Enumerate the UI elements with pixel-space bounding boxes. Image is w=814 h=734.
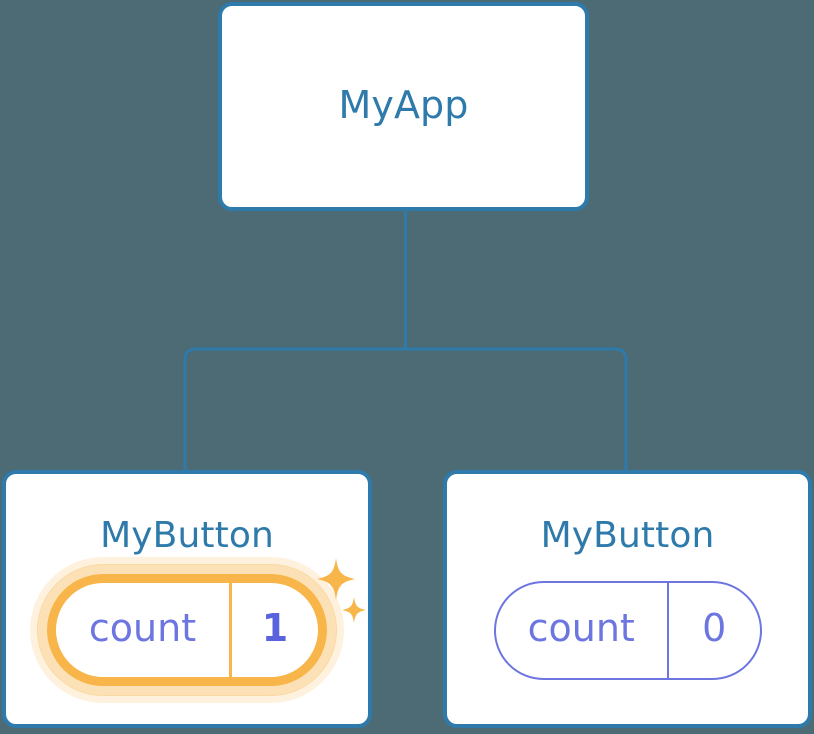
- pill-glow-outer-0: [30, 557, 344, 703]
- prop-value-0: 1: [261, 606, 289, 650]
- node-title-root: MyApp: [338, 82, 469, 127]
- prop-key-0: count: [88, 606, 197, 650]
- prop-pill-1[interactable]: count 0: [493, 580, 762, 680]
- node-title-child-0: MyButton: [100, 515, 274, 556]
- prop-divider-1: [666, 582, 669, 678]
- prop-pill-wrap-0: count 1: [6, 557, 368, 703]
- connector-branch-right: [405, 347, 628, 470]
- prop-key-1: count: [527, 606, 635, 650]
- node-title-child-1: MyButton: [540, 515, 715, 556]
- node-mybutton-1[interactable]: MyButton count 0: [443, 470, 812, 728]
- prop-pill-wrap-1: count 0: [447, 564, 808, 696]
- prop-value-1: 0: [702, 606, 727, 650]
- node-myapp[interactable]: MyApp: [218, 2, 589, 211]
- node-mybutton-0[interactable]: MyButton count 1: [2, 470, 372, 728]
- connector-branch-left: [183, 347, 406, 470]
- prop-pill-0[interactable]: count 1: [47, 574, 327, 686]
- pill-glow-0: [37, 564, 337, 696]
- prop-divider-0: [229, 583, 232, 677]
